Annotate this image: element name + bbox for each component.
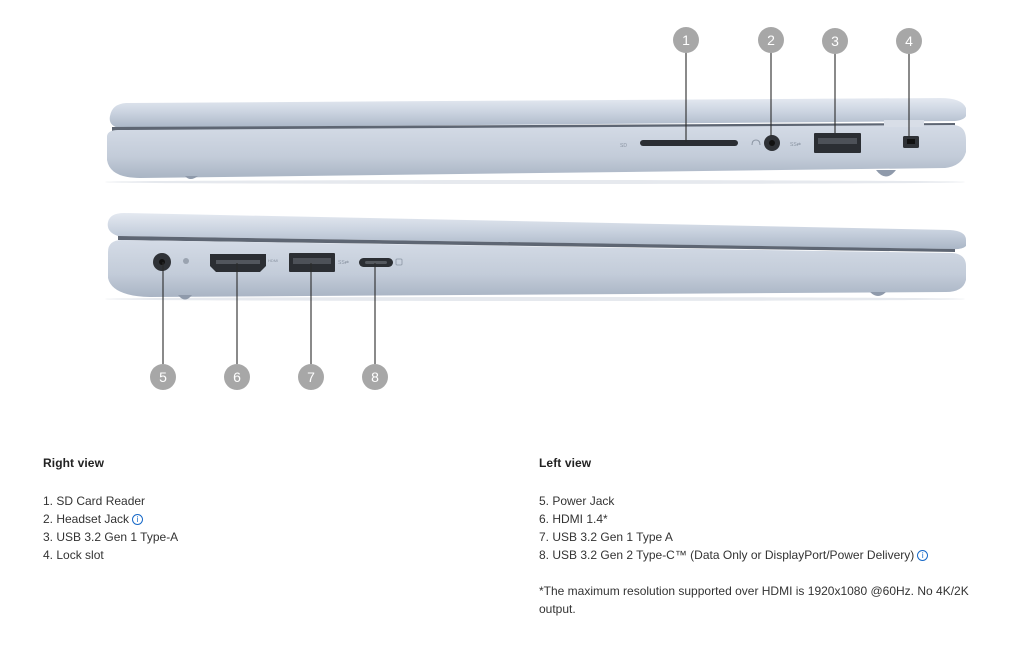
list-item-label: 2. Headset Jack (43, 512, 130, 526)
lock-slot (903, 136, 919, 148)
usb-a-port-left: SS⇄ (289, 253, 349, 272)
right-view-section: Right view 1. SD Card Reader 2. Headset … (43, 456, 483, 564)
callout-2: 2 (758, 27, 784, 53)
callout-label: 8 (371, 369, 379, 385)
callout-lines (162, 52, 910, 364)
hdmi-port: HDMI (210, 254, 278, 272)
left-view-title: Left view (539, 456, 592, 470)
svg-text:SD: SD (620, 143, 627, 149)
list-item-label: 3. USB 3.2 Gen 1 Type-A (43, 530, 179, 544)
usb-a-port-right: SS⇄ (790, 133, 861, 153)
callout-label: 7 (307, 369, 315, 385)
svg-text:HDMI: HDMI (268, 258, 278, 263)
laptop-ports-figure: SD SS⇄ (105, 27, 966, 390)
left-view-list: 5. Power Jack 6. HDMI 1.4* 7. USB 3.2 Ge… (539, 492, 999, 564)
list-item-usb-a: 3. USB 3.2 Gen 1 Type-A (43, 528, 483, 546)
callout-6: 6 (224, 364, 250, 390)
right-view-title: Right view (43, 456, 105, 470)
laptop-right-side: SD SS⇄ (105, 98, 966, 184)
list-item-usb-a-left: 7. USB 3.2 Gen 1 Type A (539, 528, 999, 546)
info-icon[interactable]: i (917, 550, 929, 561)
svg-text:SS⇄: SS⇄ (790, 142, 801, 148)
callout-3: 3 (822, 28, 848, 54)
list-item-power-jack: 5. Power Jack (539, 492, 999, 510)
left-view-section: Left view 5. Power Jack 6. HDMI 1.4* 7. … (539, 456, 999, 618)
callout-label: 3 (831, 33, 839, 49)
callout-label: 1 (682, 32, 690, 48)
svg-text:SS⇄: SS⇄ (338, 260, 349, 266)
callout-label: 5 (159, 369, 167, 385)
callout-label: 4 (905, 33, 913, 49)
callout-label: 6 (233, 369, 241, 385)
callout-5: 5 (150, 364, 176, 390)
sd-card-reader-port: SD (620, 140, 738, 149)
list-item-label: 4. Lock slot (43, 548, 104, 562)
list-item-lock-slot: 4. Lock slot (43, 546, 483, 564)
list-item-label: 7. USB 3.2 Gen 1 Type A (539, 530, 673, 544)
laptop-left-side: HDMI SS⇄ (105, 213, 966, 301)
list-item-hdmi: 6. HDMI 1.4* (539, 510, 999, 528)
callout-8: 8 (362, 364, 388, 390)
list-item-usb-c: 8. USB 3.2 Gen 2 Type-C™ (Data Only or D… (539, 546, 999, 564)
headset-jack-port (751, 135, 780, 151)
callout-1: 1 (673, 27, 699, 53)
callout-label: 2 (767, 32, 775, 48)
list-item-label: 5. Power Jack (539, 494, 615, 508)
list-item-label: 8. USB 3.2 Gen 2 Type-C™ (Data Only or D… (539, 548, 915, 562)
hdmi-footnote: *The maximum resolution supported over H… (539, 584, 969, 616)
list-item-sd-card-reader: 1. SD Card Reader (43, 492, 483, 510)
callout-4: 4 (896, 28, 922, 54)
list-item-label: 1. SD Card Reader (43, 494, 146, 508)
usb-c-port (359, 258, 403, 267)
callout-7: 7 (298, 364, 324, 390)
info-icon[interactable]: i (132, 514, 144, 525)
list-item-label: 6. HDMI 1.4* (539, 512, 608, 526)
